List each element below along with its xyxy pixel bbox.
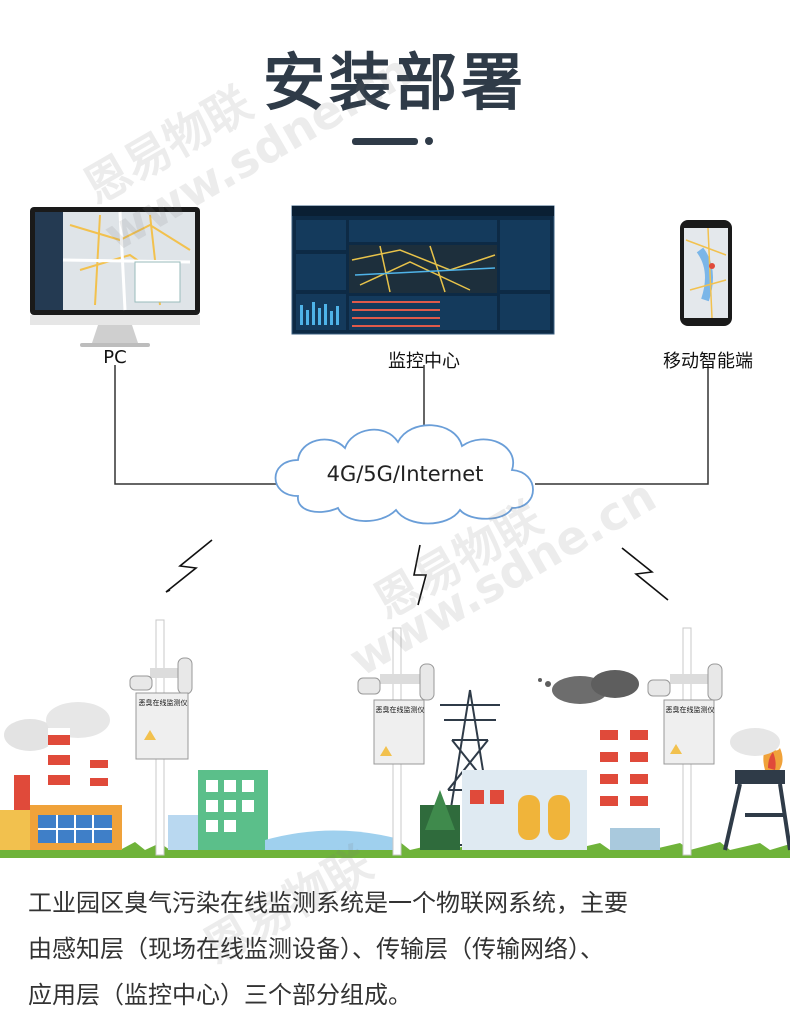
pc-connection-line (114, 365, 285, 485)
monitoring-station-2 (357, 627, 435, 856)
lightning-right-icon (621, 547, 669, 601)
monitor-center-label: 监控中心 (388, 351, 460, 372)
device-box-label-2: 恶臭在线监测仪 (375, 706, 425, 714)
description-line-3: 应用层（监控中心）三个部分组成。 (28, 981, 412, 1009)
center-factory-illustration (420, 670, 660, 850)
network-label: 4G/5G/Internet (326, 462, 484, 486)
monitor-center-screen-icon (291, 205, 555, 335)
description-line-2: 由感知层（现场在线监测设备）、传输层（传输网络）、 (28, 935, 604, 963)
wireless-signal-icons (165, 539, 669, 606)
description: 工业园区臭气污染在线监测系统是一个物联网系统，主要 由感知层（现场在线监测设备）… (28, 880, 768, 1018)
page-title: 安装部署 (262, 46, 527, 119)
connection-lines (114, 365, 709, 485)
left-factory-illustration (0, 702, 268, 850)
mobile-label: 移动智能端 (663, 351, 753, 372)
water-illustration (265, 830, 395, 850)
mobile-phone-icon (680, 220, 732, 326)
monitoring-station-1 (129, 619, 193, 856)
lightning-left-icon (165, 539, 213, 593)
right-industrial-illustration (723, 728, 790, 851)
device-box-label-1: 恶臭在线监测仪 (138, 699, 188, 707)
device-box-label-3: 恶臭在线监测仪 (665, 706, 715, 714)
network-cloud-icon (274, 424, 534, 525)
title-underline (352, 138, 418, 145)
lightning-center-icon (413, 544, 428, 606)
mobile-connection-line (535, 365, 709, 485)
description-line-1: 工业园区臭气污染在线监测系统是一个物联网系统，主要 (28, 889, 628, 917)
pc-monitor-icon (30, 207, 200, 347)
title-underline-dot (425, 137, 433, 145)
pc-label: PC (103, 347, 127, 368)
monitoring-station-3 (647, 627, 723, 856)
